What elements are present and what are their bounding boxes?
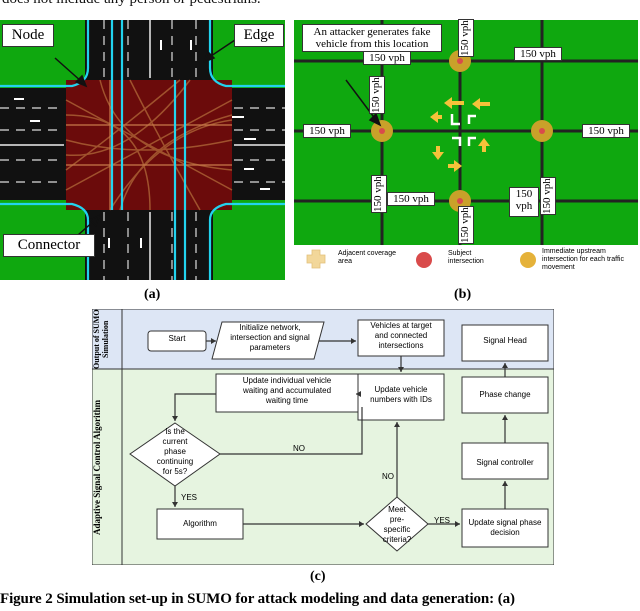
attacker-note: An attacker generates fake vehicle from … xyxy=(302,24,442,52)
vph-top-right2: 150 vph xyxy=(514,47,562,61)
vph-left: 150 vph xyxy=(303,124,351,138)
fc-no-label-2: NO xyxy=(382,472,394,481)
legend-subject: Subject intersection xyxy=(448,250,484,265)
vph-top-right: 150 vph xyxy=(363,51,411,65)
top-cut-text: does not include any person or pedestria… xyxy=(2,0,261,8)
section-sumo-output: Output of SUMO Simulation xyxy=(92,309,110,369)
figure-caption: Figure 2 Simulation set-up in SUMO for a… xyxy=(0,591,515,607)
panel-a-sublabel: (a) xyxy=(144,287,161,302)
label-node: Node xyxy=(2,24,54,47)
fc-algorithm: Algorithm xyxy=(183,519,217,528)
vph-top-vert: 150 vph xyxy=(458,19,474,57)
panel-b-sublabel: (b) xyxy=(454,287,472,302)
fc-yes-label-1: YES xyxy=(181,493,198,502)
legend-upstream: Immediate upstream intersection for each… xyxy=(542,248,624,271)
vph-bottom-left: 150 vph xyxy=(387,192,435,206)
fc-yes-label-2: YES xyxy=(434,516,451,525)
section-adaptive-control: Adaptive Signal Control Algorithm xyxy=(92,399,102,535)
vph-bottom-vert: 150 vph xyxy=(458,206,474,244)
panel-c-flowchart xyxy=(92,309,554,565)
legend-adjacent: Adjacent coverage area xyxy=(338,250,396,265)
vph-bottom-right-vert: 150 vph xyxy=(540,177,556,215)
fc-phase-change: Phase change xyxy=(479,390,531,399)
fc-signal-head: Signal Head xyxy=(483,336,527,345)
panel-c-sublabel: (c) xyxy=(310,569,326,584)
label-connector: Connector xyxy=(3,234,95,257)
vph-bottom-left-vert: 150 vph xyxy=(371,175,387,213)
fc-start: Start xyxy=(168,334,186,343)
fc-signal-controller: Signal controller xyxy=(476,458,534,467)
vph-right: 150 vph xyxy=(582,124,630,138)
vph-left-vert: 150 vph xyxy=(369,76,385,114)
vph-bottom-right: 150 vph xyxy=(509,187,539,217)
fc-no-label-1: NO xyxy=(293,444,305,453)
label-edge: Edge xyxy=(234,24,284,47)
fc-initialize: Initialize network,intersection and sign… xyxy=(230,323,310,352)
